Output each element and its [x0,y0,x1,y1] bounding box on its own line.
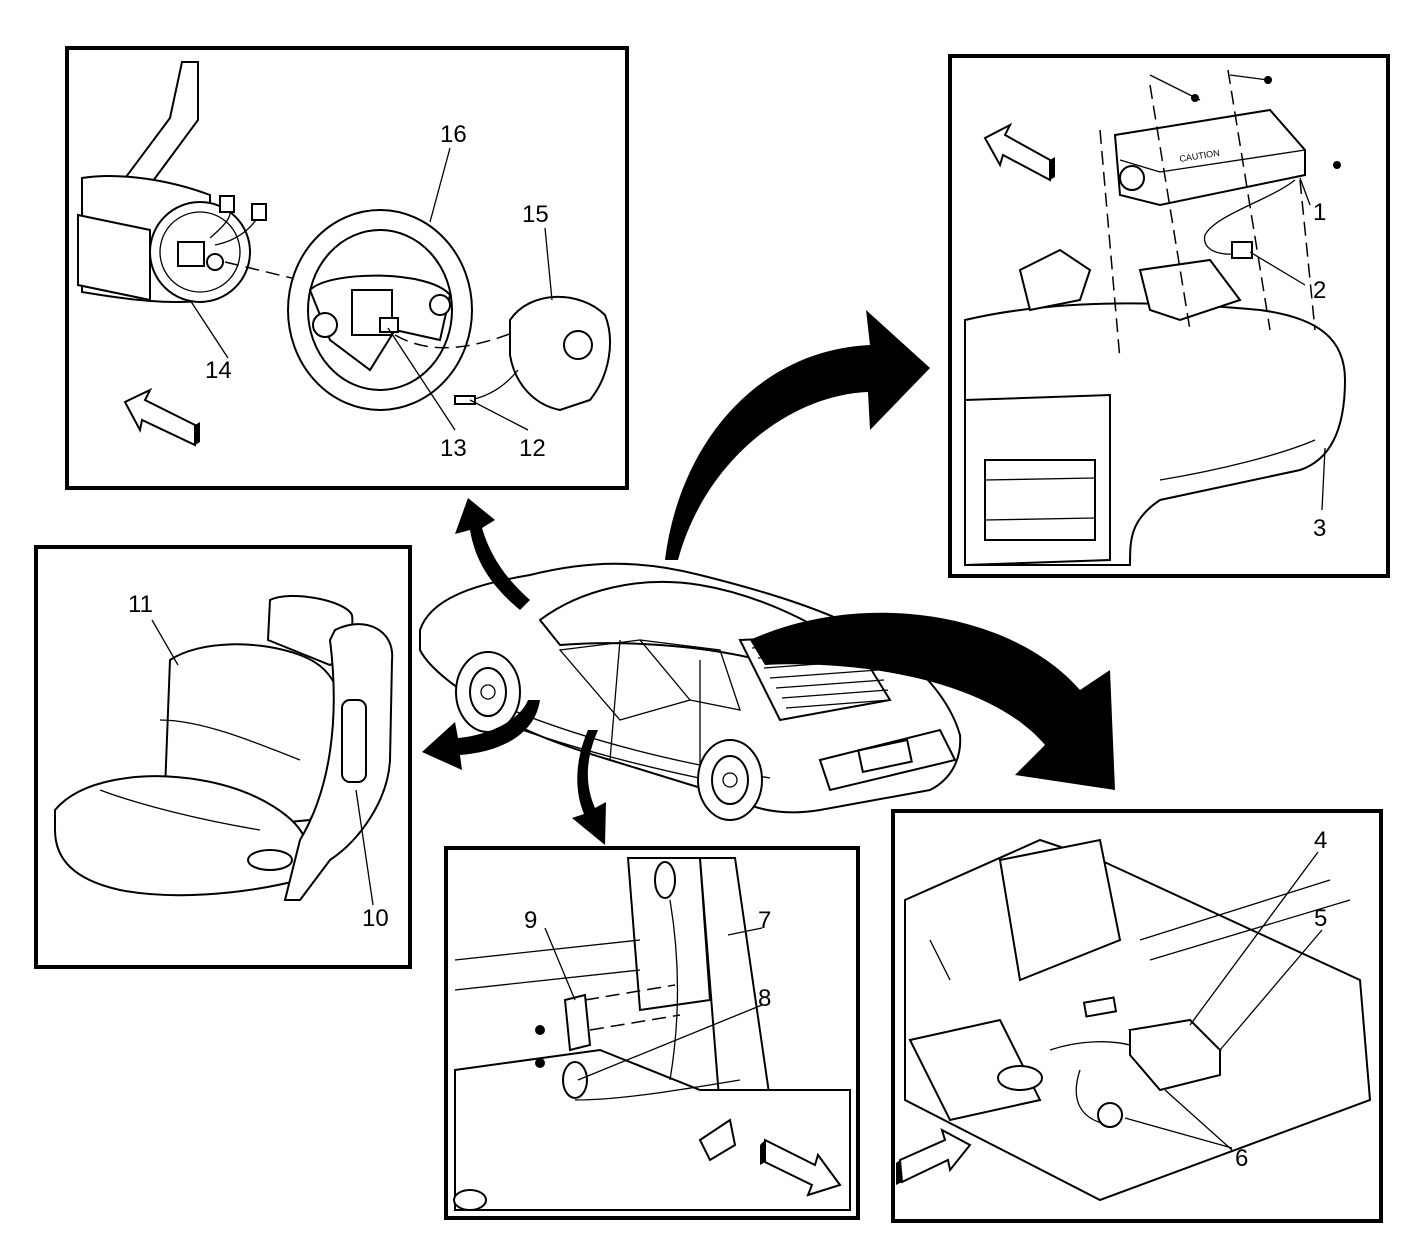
sensing-diagnostic-module-view: 4 5 6 [891,809,1383,1223]
view-pointer-arrow-icon [572,730,606,845]
view-pointer-arrows [422,310,1115,845]
steering-wheel-module-view: 16 15 14 13 12 [65,46,629,490]
callout-15: 15 [522,201,549,228]
callout-10: 10 [362,905,389,932]
callout-6: 6 [1235,1145,1248,1172]
instrument-panel-module-view: CAUTION 1 2 3 [948,54,1390,578]
callout-4: 4 [1314,827,1327,854]
callout-3: 3 [1313,515,1326,542]
curtain-airbag-sensor-view: 7 8 9 [444,846,860,1220]
callout-11: 11 [128,591,153,618]
callout-14: 14 [205,357,232,384]
callout-1: 1 [1313,199,1326,226]
callout-5: 5 [1314,905,1327,932]
view-pointer-arrow-icon [422,700,540,770]
forward-direction-arrow-icon [898,1127,972,1184]
seat-side-airbag-view: 11 10 [34,545,412,969]
callout-16: 16 [440,121,467,148]
callout-9: 9 [524,907,537,934]
view-pointer-arrow-icon [665,310,930,560]
callout-7: 7 [758,907,771,934]
view-pointer-arrow-icon [455,498,530,610]
callout-13: 13 [440,435,467,462]
vehicle-illustration [419,562,962,821]
callout-12: 12 [519,435,546,462]
callout-2: 2 [1313,277,1326,304]
callout-8: 8 [758,985,771,1012]
view-pointer-arrow-icon [750,612,1115,790]
forward-direction-arrow-icon [764,1138,842,1197]
